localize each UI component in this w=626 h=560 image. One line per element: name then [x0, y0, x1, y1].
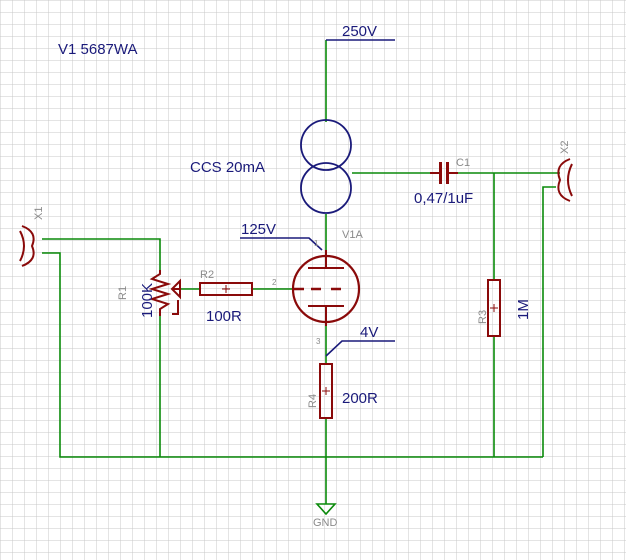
r3-ref: R3: [477, 310, 489, 324]
resistor-r2[interactable]: R2 100R: [199, 269, 253, 325]
gnd-label: GND: [313, 517, 338, 529]
r1-value: 100K: [139, 283, 156, 318]
resistor-r4[interactable]: R4 200R: [307, 363, 378, 419]
svg-text:250V: 250V: [342, 23, 377, 40]
x2-ref: X2: [559, 141, 571, 154]
v1a-pin-cathode: 3: [316, 337, 321, 346]
wires: [42, 40, 560, 504]
r4-value: 200R: [342, 390, 378, 407]
net-label-cathode: 4V: [325, 324, 395, 357]
capacitor-c1[interactable]: C1 0,47/1uF: [414, 157, 473, 207]
v1a-pin-anode: 1: [314, 239, 319, 248]
circuit-title: V1 5687WA: [58, 41, 138, 58]
c1-ref: C1: [456, 157, 470, 169]
ground-symbol: GND: [313, 503, 338, 529]
v1a-ref: V1A: [342, 229, 363, 241]
v1a-pin-grid: 2: [272, 278, 277, 287]
r3-value: 1M: [515, 299, 532, 320]
connector-x2[interactable]: X2: [557, 141, 573, 202]
svg-text:4V: 4V: [360, 324, 378, 341]
net-label-anode: 125V: [240, 221, 323, 251]
triode-v1a[interactable]: V1A 1 2 3: [272, 229, 363, 346]
resistor-r3[interactable]: R3 1M: [477, 279, 532, 337]
r4-ref: R4: [307, 394, 319, 408]
ccs-label: CCS 20mA: [190, 159, 265, 176]
connector-x1[interactable]: X1: [19, 207, 45, 267]
svg-text:125V: 125V: [241, 221, 276, 238]
r2-value: 100R: [206, 308, 242, 325]
current-source-ccs[interactable]: [300, 119, 352, 214]
r1-ref: R1: [117, 286, 129, 300]
net-label-supply: 250V: [326, 23, 395, 41]
potentiometer-r1[interactable]: R1 100K: [117, 270, 181, 318]
x1-ref: X1: [33, 207, 45, 220]
r2-ref: R2: [200, 269, 214, 281]
c1-value: 0,47/1uF: [414, 190, 473, 207]
